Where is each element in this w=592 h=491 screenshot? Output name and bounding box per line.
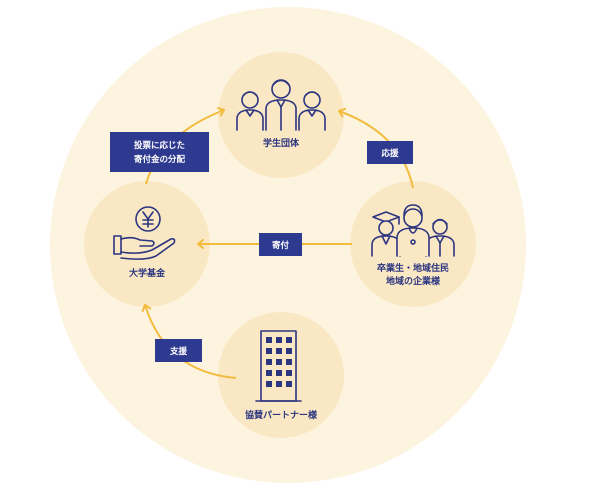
yen-hand-icon	[113, 206, 176, 260]
tag-distribution-line1: 投票に応じた	[134, 140, 185, 151]
donors-label-line1: 卒業生・地域住民	[377, 262, 449, 274]
tag-cheer-text: 応援	[380, 148, 399, 159]
building-icon	[255, 330, 302, 402]
fund-label: 大学基金	[129, 267, 166, 279]
graduates-group-icon	[371, 204, 455, 257]
tag-distribution: 投票に応じた 寄付金の分配	[110, 132, 209, 172]
donors-label-line2: 地域の企業様	[386, 275, 441, 287]
tag-donation: 寄付	[259, 233, 302, 256]
tag-help-text: 支援	[169, 346, 188, 357]
tag-distribution-line2: 寄付金の分配	[134, 154, 186, 165]
students-label: 学生団体	[263, 137, 300, 149]
students-group-icon	[236, 79, 326, 131]
tag-donation-text: 寄付	[272, 240, 290, 251]
partners-label: 協賛パートナー様	[245, 409, 318, 421]
tag-cheer: 応援	[367, 141, 413, 164]
fund-node-circle	[84, 181, 210, 307]
tag-help: 支援	[155, 339, 202, 362]
